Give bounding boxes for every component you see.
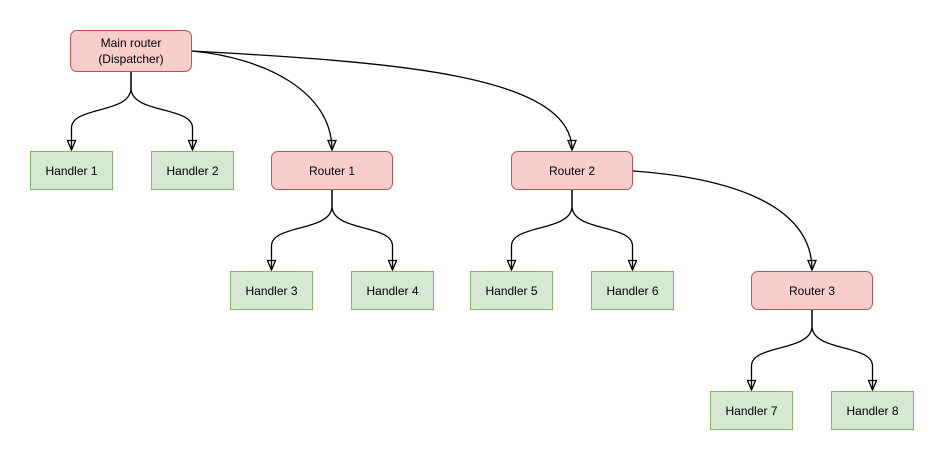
node-handler-8: Handler 8 (831, 391, 914, 430)
node-router-2: Router 2 (511, 151, 633, 190)
edge-router2-to-handler6 (571, 190, 633, 270)
edge-main-to-handler1 (72, 72, 132, 150)
edge-router2-to-router3 (632, 170, 812, 270)
edge-router3-to-handler8 (811, 310, 873, 390)
edge-main-to-router1 (191, 50, 332, 150)
edge-router1-to-handler4 (331, 190, 393, 270)
node-main-router-dispatcher: Main router (Dispatcher) (70, 30, 192, 72)
node-router-1: Router 1 (271, 151, 393, 190)
node-handler-5: Handler 5 (470, 271, 553, 310)
edge-main-to-handler2 (130, 72, 193, 150)
edge-router1-to-handler3 (272, 190, 333, 270)
node-handler-2: Handler 2 (151, 151, 234, 190)
node-handler-7: Handler 7 (710, 391, 793, 430)
node-handler-3: Handler 3 (230, 271, 313, 310)
node-router-3: Router 3 (751, 271, 873, 310)
edge-main-to-router2 (191, 50, 572, 150)
node-handler-4: Handler 4 (351, 271, 434, 310)
edge-router2-to-handler5 (512, 190, 573, 270)
node-handler-1: Handler 1 (30, 151, 113, 190)
node-handler-6: Handler 6 (591, 271, 674, 310)
edge-router3-to-handler7 (752, 310, 813, 390)
